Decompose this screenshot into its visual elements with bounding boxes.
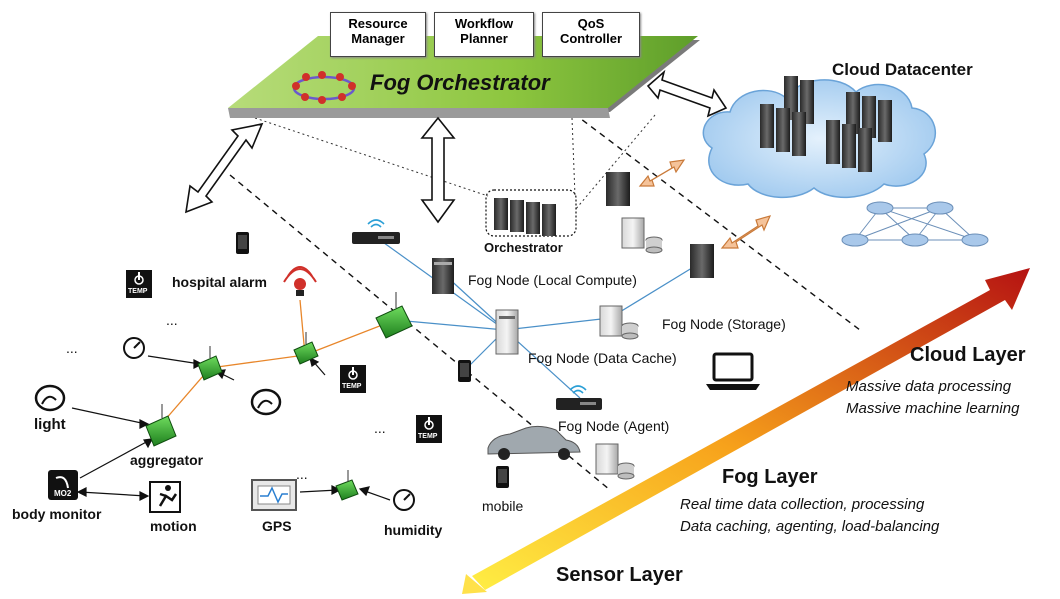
fog-storage-bottom	[595, 443, 635, 480]
module-workflow-planner-line2: Planner	[460, 31, 508, 46]
ellipsis-1: ...	[166, 312, 178, 328]
body-monitor-label: body monitor	[12, 506, 102, 522]
fog-node-agent-label: Fog Node (Agent)	[558, 418, 670, 434]
cloud-layer-line-1: Massive data processing	[846, 378, 1012, 395]
module-resource-manager-line1: Resource	[348, 16, 408, 31]
module-qos-controller-line1: QoS	[577, 16, 605, 31]
ellipsis-4: ...	[296, 466, 308, 482]
light-label: light	[34, 416, 66, 433]
double-arrow-platform-sensor	[184, 122, 264, 214]
mo2-label: MO2	[54, 489, 72, 498]
temp-label-3: TEMP	[418, 433, 438, 440]
motion-icon	[149, 481, 181, 513]
orange-arrows-fog-cloud	[638, 159, 772, 249]
fog-node-storage-label: Fog Node (Storage)	[662, 316, 786, 332]
phone-icons	[236, 232, 509, 488]
cloud-title: Cloud Datacenter	[832, 60, 973, 79]
motion-label: motion	[150, 518, 197, 534]
projection-lines	[254, 114, 656, 211]
fog-server-data-cache	[495, 309, 519, 355]
double-arrow-platform-cloud	[646, 69, 728, 118]
module-qos-controller-line2: Controller	[559, 31, 623, 46]
fog-layer-title: Fog Layer	[722, 466, 818, 488]
module-workflow-planner-line1: Workflow	[454, 16, 514, 31]
orchestrator-label: Orchestrator	[484, 240, 563, 255]
sensor-layer-title: Sensor Layer	[556, 564, 683, 586]
fog-server-top-right	[606, 172, 714, 278]
orchestrator-ring-icon	[292, 71, 356, 104]
router-icon-agent	[556, 385, 602, 410]
hospital-alarm-icon	[283, 266, 317, 296]
gps-label: GPS	[262, 518, 292, 534]
fog-network-links	[379, 239, 706, 399]
temp-icons	[126, 270, 442, 443]
fog-layer-line-2: Data caching, agenting, load-balancing	[680, 518, 940, 535]
aggregator-label: aggregator	[130, 452, 204, 468]
temp-label-2: TEMP	[342, 383, 362, 390]
module-resource-manager-line2: Manager	[351, 31, 405, 46]
orchestrator-server-icons	[494, 198, 556, 236]
fog-node-data-cache-label: Fog Node (Data Cache)	[528, 350, 677, 366]
sensor-input-arrows	[71, 355, 391, 501]
orchestrator-title: Fog Orchestrator	[370, 70, 550, 95]
sensor-boards	[145, 292, 413, 501]
ellipsis-3: ...	[374, 420, 386, 436]
cloud-server-racks	[760, 76, 892, 172]
fog-storage-icon	[599, 305, 639, 340]
double-arrow-platform-orchestrator	[420, 116, 456, 224]
layer-gradient-arrow	[462, 268, 1030, 594]
car-icon	[487, 425, 581, 460]
temp-label-1: TEMP	[128, 288, 148, 295]
light-sensor-icons	[34, 384, 282, 416]
fog-node-local-compute-label: Fog Node (Local Compute)	[468, 272, 637, 288]
ellipsis-2: ...	[66, 340, 78, 356]
gauge-icons	[123, 337, 415, 511]
fog-server-local-compute	[432, 258, 454, 294]
module-resource-manager: Resource Manager	[330, 12, 426, 57]
cloud-datacenter-shape	[702, 79, 936, 199]
module-workflow-planner: Workflow Planner	[434, 12, 534, 57]
dashed-boundary-cloud-fog	[555, 99, 861, 331]
orchestrator-group-frame	[485, 189, 577, 237]
mobile-label: mobile	[482, 498, 524, 514]
fog-layer-line-1: Real time data collection, processing	[680, 496, 925, 513]
laptop-icon	[706, 352, 760, 390]
router-mesh-icon	[841, 201, 989, 247]
cloud-layer-line-2: Massive machine learning	[846, 400, 1020, 417]
fog-storage-icon-2	[621, 217, 663, 254]
hospital-alarm-label: hospital alarm	[172, 274, 267, 290]
gps-chip-icon	[251, 479, 297, 511]
humidity-label: humidity	[384, 522, 443, 538]
router-icon-top	[352, 219, 400, 244]
body-monitor-icon	[48, 470, 78, 500]
module-qos-controller: QoS Controller	[542, 12, 640, 57]
cloud-layer-title: Cloud Layer	[910, 344, 1026, 366]
